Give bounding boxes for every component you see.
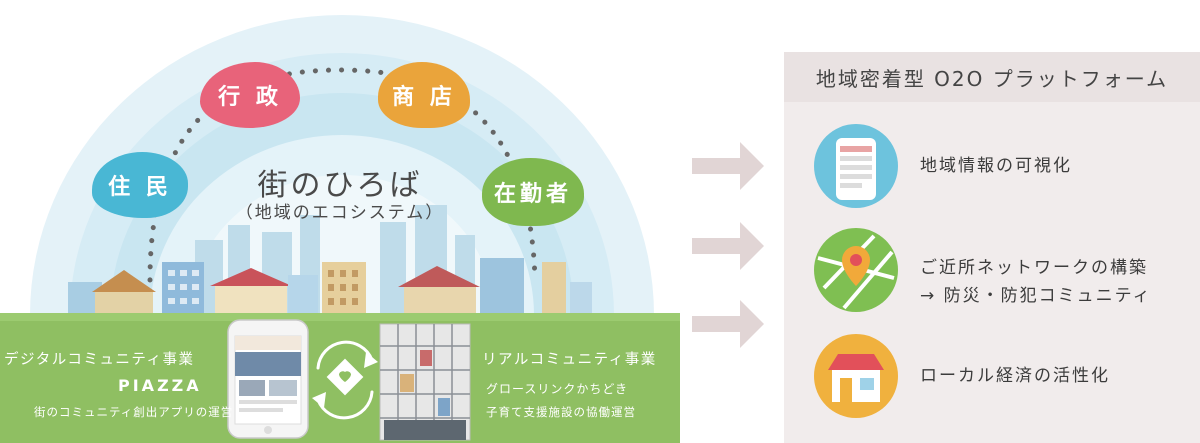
feature-1-line-1: 地域情報の可視化 (920, 156, 1072, 176)
bubble-shouten-label: 商 店 (392, 85, 456, 110)
digital-desc: 街のコミュニティ創出アプリの運営 (34, 405, 234, 419)
shop-icon (814, 334, 898, 418)
bubble-zaikinsha: 在勤者 (482, 158, 584, 226)
bubble-gyousei: 行 政 (200, 62, 300, 128)
feature-3-line-1: ローカル経済の活性化 (920, 366, 1110, 386)
feature-2: ご近所ネットワークの構築 → 防災・防犯コミュニティ (920, 254, 1152, 310)
center-subtitle: （地域のエコシステム） (235, 203, 445, 223)
map-pin-icon (814, 228, 898, 312)
digital-name: PIAZZA (118, 376, 202, 395)
feature-2-line-1: ご近所ネットワークの構築 (920, 258, 1148, 278)
smartphone-icon (814, 124, 898, 208)
real-name: グロースリンクかちどき (486, 382, 629, 396)
bubble-gyousei-label: 行 政 (218, 85, 282, 110)
real-desc: 子育て支援施設の協働運営 (486, 405, 636, 419)
bubble-juumin: 住 民 (92, 152, 188, 218)
arrow-right-icon (692, 300, 764, 348)
bubble-zaikinsha-label: 在勤者 (493, 182, 572, 207)
bubble-juumin-label: 住 民 (108, 175, 172, 200)
town-illustration (0, 15, 680, 443)
arrow-right-icon (692, 142, 764, 190)
platform-header-label: 地域密着型 O2O プラットフォーム (815, 66, 1169, 91)
feature-2-line-2: → 防災・防犯コミュニティ (920, 286, 1152, 306)
feature-1: 地域情報の可視化 (920, 152, 1072, 180)
arrow-right-icon (692, 222, 764, 270)
digital-title: デジタルコミュニティ事業 (4, 352, 195, 368)
bubble-shouten: 商 店 (378, 62, 470, 128)
real-title: リアルコミュニティ事業 (482, 352, 657, 368)
arrows (692, 142, 764, 348)
center-title: 街のひろば (257, 168, 423, 203)
feature-3: ローカル経済の活性化 (920, 362, 1110, 390)
platform-header: 地域密着型 O2O プラットフォーム (784, 52, 1200, 102)
